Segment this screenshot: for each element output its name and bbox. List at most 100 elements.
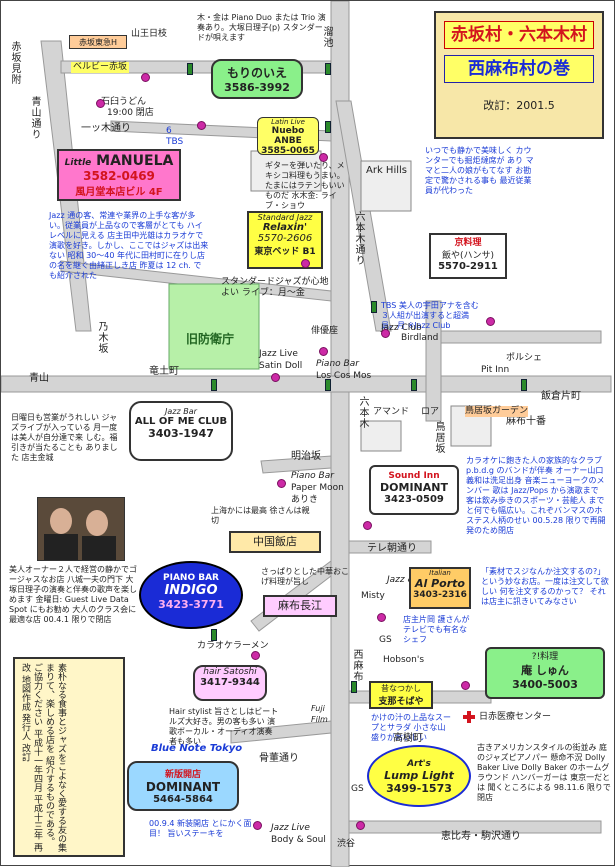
traffic-signal-icon [211, 379, 217, 391]
misty-label: Misty [361, 591, 385, 601]
jazz-club-label: Jazz Club [381, 323, 422, 333]
venue-manuela[interactable]: Little MANUELA 3582-0469 風月堂本店ビル 4F [57, 149, 181, 201]
ryudo-label: 竜土町 [149, 366, 179, 377]
bellevie-label: ベルビー赤坂 [71, 62, 130, 73]
dominant-sound-name: DOMINANT [380, 481, 448, 494]
alporto-name: Al Porto [415, 577, 465, 590]
sanno-label: 山王日枝 [131, 29, 168, 39]
dominant-sound-phone: 3423-0509 [384, 494, 444, 505]
allofme-name: ALL OF ME CLUB [134, 416, 228, 427]
shun-note: 「素材でスジなんか注文するの?」という妙なお店。一度は注文して欲しい 何を注文す… [481, 567, 609, 606]
anbe-phone: 3585-0065 [261, 146, 315, 156]
lumplight-tag: Art's [407, 759, 431, 769]
venue-anbe[interactable]: Latin Live Nuebo ANBE 3585-0065 [257, 117, 319, 156]
road-main-vertical [330, 1, 350, 867]
venue-marker-icon [197, 121, 206, 130]
venue-marker-icon [377, 613, 386, 622]
revision-label: 改訂：2001.5 [483, 99, 555, 112]
aoyama-dori-label: 青山通り [29, 96, 40, 140]
venue-satoshi[interactable]: hair Satoshi 3417-9344 [193, 665, 267, 701]
venue-alporto[interactable]: Italian Al Porto 3403-2316 [409, 567, 471, 609]
road-aoyama-horizontal [1, 375, 612, 393]
garden-label: 鳥居坂ガーデン [465, 406, 529, 417]
route-number-label: 6 TBS [166, 126, 184, 147]
torii-zaka-label: 鳥居坂 [433, 421, 444, 454]
road-left-bottom [60, 260, 332, 302]
manuela-note: Jazz 通の客、常連や業界の上手な客が多い。従業員が上品なので客層がとても ハ… [49, 211, 209, 280]
venue-chugoku[interactable]: 中国飯店 [229, 531, 321, 553]
udon-note: 19:00 閉店 [107, 108, 154, 118]
morinoie-name: もりのいえ [226, 66, 287, 80]
azabu-juban-label: 麻布十番 [506, 416, 546, 427]
venue-allofme[interactable]: Jazz Bar ALL OF ME CLUB 3403-1947 [129, 401, 233, 461]
title-line2: 西麻布村の巻 [444, 55, 594, 83]
traffic-signal-icon [371, 301, 377, 313]
traffic-signal-icon [411, 379, 417, 391]
hansa-phone: 5570-2911 [438, 261, 498, 272]
nogizaka-label: 乃木坂 [96, 321, 107, 354]
satoshi-tag: hair Satoshi [203, 667, 257, 677]
terebi-asahi-label: テレ朝通り [367, 543, 417, 554]
venue-sobaya[interactable]: 昔なつかし 支那そばや [369, 681, 433, 709]
morinoie-phone: 3586-3992 [224, 81, 290, 94]
venue-morinoie[interactable]: もりのいえ 3586-3992 [211, 59, 303, 99]
satin-jazz-live: Jazz Live [259, 349, 298, 359]
venue-azabu-chokou[interactable]: 麻布長江 [263, 595, 337, 617]
paper-moon-piano: Piano Bar [291, 471, 334, 481]
allofme-tag: Jazz Bar [165, 407, 197, 416]
indigo-note: 美人オーナー２人で経営の静かでゴージャスなお店 八城一夫の門下 大塚日理子の演奏… [9, 565, 137, 624]
defense-agency-label: 旧防衛庁 [186, 332, 235, 346]
traffic-signal-icon [187, 63, 193, 75]
traffic-signal-icon [351, 681, 357, 693]
venue-dominant-sound[interactable]: Sound Inn DOMINANT 3423-0509 [369, 465, 459, 515]
kotto-dori-label: 骨董通り [259, 753, 299, 764]
hansa-note: いつでも静かで美味しく カウンターでも掘炬燵席が あり ママと二人の娘がもてなす… [425, 146, 534, 195]
sobaya-note: かけの汁の上品なスープとサラダ 小さな山盛りがおいしい [371, 713, 451, 742]
road-torii-zaka [425, 300, 442, 422]
alporto-tag: Italian [429, 569, 451, 577]
almond-label: アマンド [373, 407, 410, 417]
udon-label: 石臼うどん [101, 97, 147, 107]
lumplight-phone: 3499-1573 [386, 782, 452, 795]
gs-label: GS [379, 635, 392, 645]
venue-relaxin[interactable]: Standard Jazz Relaxin' 5570-2606 東京ベッド B… [247, 211, 323, 269]
paper-moon-label: Paper Moon [291, 483, 344, 493]
traffic-signal-icon [325, 379, 331, 391]
los-cos-mos-label: Los Cos Mos [316, 371, 372, 381]
dominant-new-tag: 新版開店 [164, 770, 201, 780]
title-block: 赤坂村・六本木村 西麻布村の巻 改訂：2001.5 [434, 11, 604, 139]
traffic-signal-icon [211, 629, 217, 641]
body-jazz-live: Jazz Live [271, 823, 310, 833]
venue-marker-icon [356, 821, 365, 830]
intro-panel: 素朴なる食事とジャズをこよなく愛する友の集まりて、楽しめる店を 紹介するものであ… [13, 657, 125, 857]
birdland-label: Birdland [401, 333, 439, 343]
venue-indigo[interactable]: PIANO BAR INDIGO 3423-3771 [139, 561, 243, 629]
sobaya-tag: 昔なつかし [381, 684, 421, 693]
manuela-tag: Little [64, 158, 92, 168]
road-kotto [230, 720, 332, 744]
relaxin-name: Relaxin' [262, 222, 308, 233]
venue-marker-icon [277, 479, 286, 488]
venue-shun[interactable]: ?!料理 庵 しゅん 3400-5003 [485, 647, 605, 699]
indigo-tag: PIANO BAR [163, 573, 219, 583]
satoshi-phone: 3417-9344 [200, 677, 260, 688]
pit-inn-label: Pit Inn [481, 365, 510, 375]
ebisu-label: 恵比寿・駒沢通り [441, 831, 521, 842]
hitotsugi-dori-label: 一ッ木通り [81, 123, 131, 134]
venue-marker-icon [251, 651, 260, 660]
hospital-label: 日赤医療センター [479, 712, 552, 722]
venue-marker-icon [271, 373, 280, 382]
road-roppongi-dori [335, 100, 392, 332]
anbe-name: Nuebo ANBE [271, 126, 305, 146]
porsche-label: ポルシェ [506, 353, 543, 363]
blue-note-label: Blue Note Tokyo [151, 743, 243, 754]
manuela-addr: 風月堂本店ビル 4F [75, 187, 163, 198]
indigo-phone: 3423-3771 [158, 598, 224, 611]
venue-dominant-new[interactable]: 新版開店 DOMINANT 5464-5864 [127, 761, 239, 811]
satoshi-note: Hair stylist 旨さとしはビートルズ大好き。男の客も多い 演歌ボーカル… [169, 707, 279, 746]
venue-lumplight[interactable]: Art's Lump Light 3499-1573 [367, 745, 471, 807]
shun-name: 庵 しゅん [521, 664, 569, 677]
venue-hansa[interactable]: 京料理 飯や(ハンサ) 5570-2911 [429, 233, 507, 279]
road-ebisu [348, 820, 602, 834]
